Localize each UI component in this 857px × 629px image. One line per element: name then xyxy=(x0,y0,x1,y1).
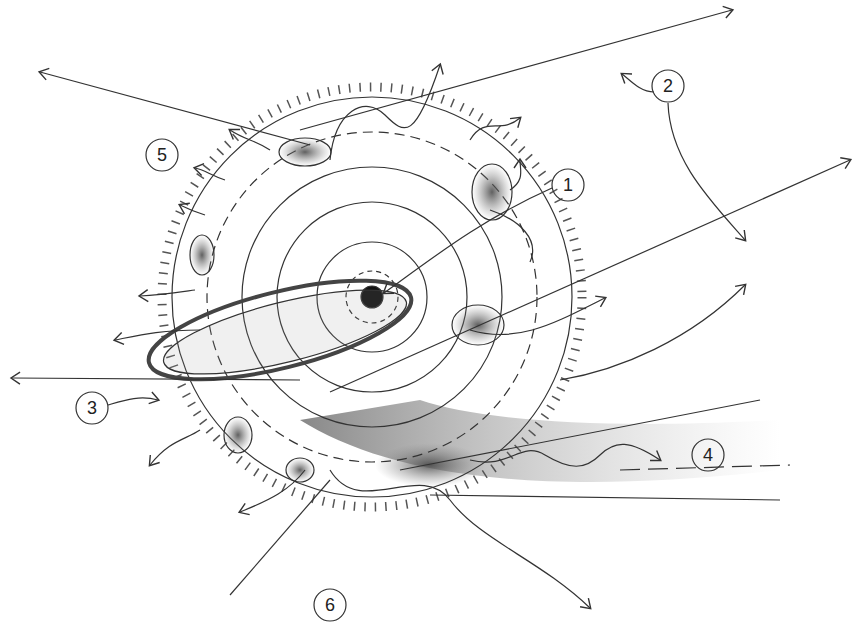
callout-number: 6 xyxy=(316,591,344,619)
callout-number: 4 xyxy=(694,441,722,469)
callout-number: 5 xyxy=(148,141,176,169)
callout-number: 2 xyxy=(654,72,682,100)
callout-number: 1 xyxy=(554,171,582,199)
callout-number: 3 xyxy=(78,394,106,422)
